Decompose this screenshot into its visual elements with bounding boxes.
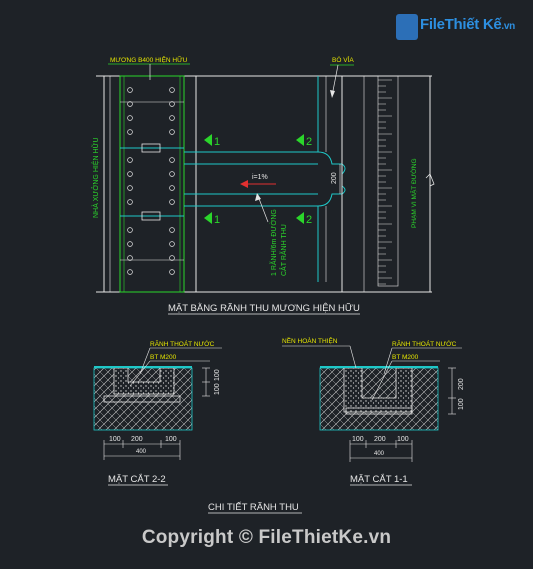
bolt-circle	[169, 185, 175, 191]
bolt-circle	[127, 185, 133, 191]
ditch-bolts	[127, 87, 175, 275]
bolt-circle	[127, 129, 133, 135]
svg-text:2: 2	[306, 136, 312, 148]
bolt-circle	[169, 115, 175, 121]
dim-right-11-b: 100	[458, 398, 465, 410]
bolt-circle	[169, 241, 175, 247]
dim-right-22-b: 100	[214, 369, 221, 381]
building-label: NHÀ XƯỞNG HIỆN HỮU	[91, 137, 100, 218]
dimension-200: 200	[331, 172, 338, 184]
bolt-circle	[169, 269, 175, 275]
road-label: PHẠM VI MẶT ĐƯỜNG	[409, 158, 418, 228]
bolt-circle	[127, 199, 133, 205]
section-1-1: NỀN HOÀN THIỆN RÃNH THOÁT NƯỚC BT M200 2…	[282, 335, 465, 486]
bolt-circle	[127, 171, 133, 177]
bolt-circle	[127, 87, 133, 93]
bolt-circle	[169, 87, 175, 93]
label-concrete-11: BT M200	[392, 354, 419, 361]
bolt-circle	[169, 199, 175, 205]
dim-bottom-22-a: 100	[109, 436, 121, 443]
bolt-circle	[127, 241, 133, 247]
section-2-2: RÃNH THOÁT NƯỚC BT M200 100 100 100 200 …	[93, 339, 222, 486]
dim-bottom-22-b: 200	[131, 436, 143, 443]
logo-domain: .vn	[501, 21, 515, 32]
dim-bottom-22-c: 100	[165, 436, 177, 443]
drain-label-1: 1 RÃNH/6m ĐƯỜNG	[269, 209, 278, 276]
bolt-circle	[127, 255, 133, 261]
bolt-circle	[169, 129, 175, 135]
svg-text:1: 1	[214, 214, 220, 226]
bolt-circle	[169, 157, 175, 163]
bolt-circle	[169, 101, 175, 107]
dim-bottom-11-a: 100	[352, 436, 364, 443]
slope-label: i=1%	[252, 174, 268, 181]
bolt-circle	[127, 269, 133, 275]
dim-right-22-a: 100	[214, 383, 221, 395]
label-concrete-22: BT M200	[150, 354, 177, 361]
section-mark-2-top: 2	[296, 134, 312, 148]
logo-brand: FileThiết Kế	[420, 16, 502, 33]
drain-label-2: CẮT RÃNH THU	[279, 224, 288, 276]
svg-text:2: 2	[306, 214, 312, 226]
label-drain-11: RÃNH THOÁT NƯỚC	[392, 339, 457, 348]
section-22-title: MẶT CẮT 2-2	[108, 474, 166, 485]
bolt-circle	[127, 157, 133, 163]
road-ruler	[378, 79, 392, 285]
label-drain-22: RÃNH THOÁT NƯỚC	[150, 339, 215, 348]
bolt-circle	[169, 171, 175, 177]
plan-view: 1 2 1 2 i=1% 200 MƯƠNG B400	[91, 55, 435, 315]
brand-logo[interactable]: FileThiết Kế.vn	[396, 10, 528, 44]
svg-text:1: 1	[214, 136, 220, 148]
copyright-watermark: Copyright © FileThietKe.vn	[141, 527, 392, 548]
curb-label: BÓ VỈA	[332, 55, 354, 64]
bolt-circle	[169, 255, 175, 261]
ditch-label: MƯƠNG B400 HIỆN HỮU	[110, 55, 188, 64]
detail-title: CHI TIẾT RÃNH THU	[208, 502, 299, 513]
bolt-circle	[127, 227, 133, 233]
section-mark-1-bottom: 1	[204, 212, 220, 226]
dim-bottom-11-b: 200	[374, 436, 386, 443]
dim-total-22: 400	[136, 449, 147, 455]
dim-right-11-a: 200	[458, 378, 465, 390]
dim-bottom-11-c: 100	[397, 436, 409, 443]
label-finish-11: NỀN HOÀN THIỆN	[282, 335, 338, 345]
plan-title: MẶT BẰNG RÃNH THU MƯƠNG HIỆN HỮU	[168, 303, 360, 314]
bolt-circle	[127, 101, 133, 107]
bolt-circle	[169, 227, 175, 233]
section-mark-1-top: 1	[204, 134, 220, 148]
section-11-title: MẶT CẮT 1-1	[350, 474, 408, 485]
dim-total-11: 400	[374, 451, 385, 457]
section-mark-2-bottom: 2	[296, 212, 312, 226]
logo-icon	[396, 14, 418, 40]
bolt-circle	[127, 115, 133, 121]
